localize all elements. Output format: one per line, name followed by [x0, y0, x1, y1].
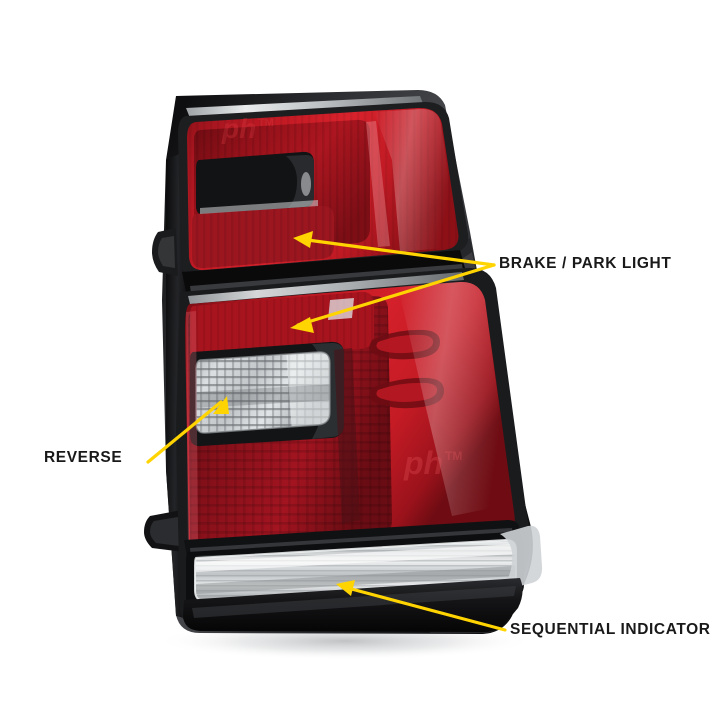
indicator-strip-highlight — [196, 544, 516, 572]
callout-brake-park-light-leaders — [290, 231, 496, 333]
arrowhead-sequential — [336, 580, 355, 596]
leader-line-sequential — [342, 585, 507, 632]
indicator-strip-lowlight — [196, 566, 516, 594]
watermark-lower: ph TM — [403, 445, 462, 481]
callout-label-brake-park-light: BRAKE / PARK LIGHT — [499, 255, 672, 272]
lamp-bottom-lip-sheen — [192, 586, 516, 618]
arrowhead-brake-lower — [290, 317, 314, 333]
leader-line-reverse — [146, 400, 223, 464]
lower-lens-left-edge — [186, 311, 198, 548]
upper-inset-lamp-dot — [301, 172, 311, 196]
watermark-tm-text: TM — [258, 117, 274, 129]
tail-light-assembly — [144, 90, 543, 634]
callout-label-reverse: REVERSE — [44, 449, 123, 466]
housing-left-lower-tab-sheen — [150, 517, 179, 546]
upper-lens-edge-light — [366, 121, 390, 247]
watermark-group: ph TM ph TM — [221, 113, 462, 481]
upper-dark-inset — [196, 151, 314, 216]
leader-line-brake-lower — [296, 263, 496, 327]
lower-chrome-trim — [188, 272, 464, 304]
leader-line-brake-upper — [298, 237, 496, 267]
reverse-lamp-edge — [195, 351, 331, 434]
watermark-ph-text: ph — [403, 445, 443, 481]
housing-left-clip-highlight — [158, 236, 175, 268]
callout-sequential-indicator-leaders — [336, 580, 507, 632]
lower-lens-gloss-sweep — [398, 281, 512, 516]
arrowhead-brake-upper — [293, 231, 313, 248]
reverse-lamp-shadow — [196, 384, 330, 408]
watermark-ph-text: ph — [221, 113, 256, 144]
arrowhead-reverse — [213, 396, 229, 414]
indicator-strip-right-tip — [500, 525, 543, 590]
watermark-upper: ph TM — [221, 113, 274, 144]
callout-label-sequential-indicator: SEQUENTIAL INDICATOR — [510, 621, 711, 638]
watermark-tm-text: TM — [445, 449, 462, 463]
upper-lens-gloss — [374, 108, 457, 252]
callout-reverse-leaders — [146, 396, 229, 464]
reverse-lamp-gloss — [286, 352, 330, 432]
callout-leader-lines — [146, 231, 507, 632]
upper-lower-red-band-texture — [192, 205, 334, 269]
upper-chrome-sliver — [200, 200, 318, 214]
lower-lens-center-divider — [334, 348, 360, 524]
